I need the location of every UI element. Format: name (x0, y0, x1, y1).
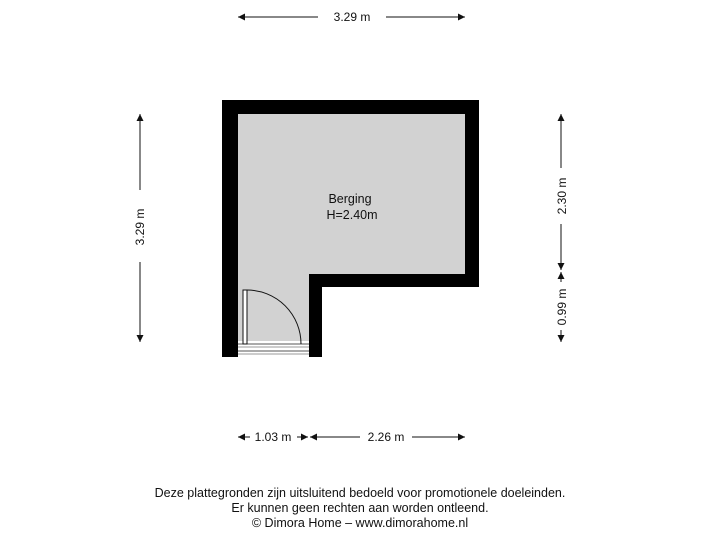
dimension-left-height: 3.29 m (133, 209, 147, 246)
door-swing-arc (246, 289, 302, 345)
dimension-right-upper: 2.30 m (555, 178, 569, 215)
door-opening (238, 341, 309, 357)
dimension-right-lower: 0.99 m (555, 289, 569, 326)
room-name: Berging (328, 192, 371, 206)
dimension-top-width: 3.29 m (334, 10, 371, 24)
disclaimer-line-1: Deze plattegronden zijn uitsluitend bedo… (154, 486, 566, 500)
disclaimer-line-3: © Dimora Home – www.dimorahome.nl (251, 516, 469, 530)
disclaimer: Deze plattegronden zijn uitsluitend bedo… (0, 486, 720, 531)
room-height: H=2.40m (326, 208, 377, 222)
disclaimer-line-2: Er kunnen geen rechten aan worden ontlee… (231, 501, 489, 515)
dimension-bottom-left: 1.03 m (255, 430, 292, 444)
room-floor (238, 114, 465, 348)
dimension-bottom-right: 2.26 m (368, 430, 405, 444)
door-leaf (242, 289, 248, 345)
